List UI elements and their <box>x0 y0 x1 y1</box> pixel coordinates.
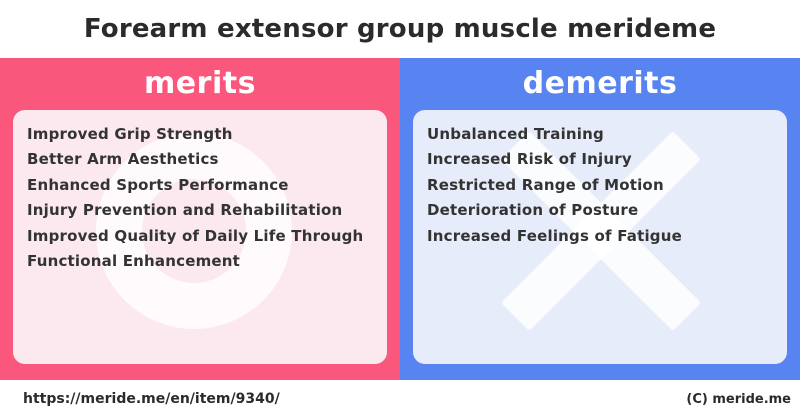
page-title: Forearm extensor group muscle merideme <box>83 14 717 44</box>
list-item: Unbalanced Training <box>427 125 604 143</box>
list-item: Deterioration of Posture <box>427 201 639 220</box>
page-header: Forearm extensor group muscle merideme <box>0 0 800 58</box>
demerits-heading: demerits <box>522 66 678 101</box>
source-url: https://meride.me/en/item/9340/ <box>23 391 280 407</box>
list-item: Increased Risk of Injury <box>427 150 632 169</box>
page-footer: https://meride.me/en/item/9340/ (C) meri… <box>0 380 800 418</box>
list-item: Enhanced Sports Performance <box>27 175 289 194</box>
list-item: Injury Prevention and Rehabilitation <box>27 201 343 220</box>
list-item: Restricted Range of Motion <box>427 175 664 194</box>
list-item: Improved Grip Strength <box>27 125 233 143</box>
list-item: Better Arm Aesthetics <box>27 150 219 169</box>
list-item: Increased Feelings of Fatigue <box>427 226 682 245</box>
copyright-notice: (C) meride.me <box>686 391 791 407</box>
list-item: Improved Quality of Daily Life Through F… <box>27 226 364 271</box>
merits-heading: merits <box>144 66 256 101</box>
